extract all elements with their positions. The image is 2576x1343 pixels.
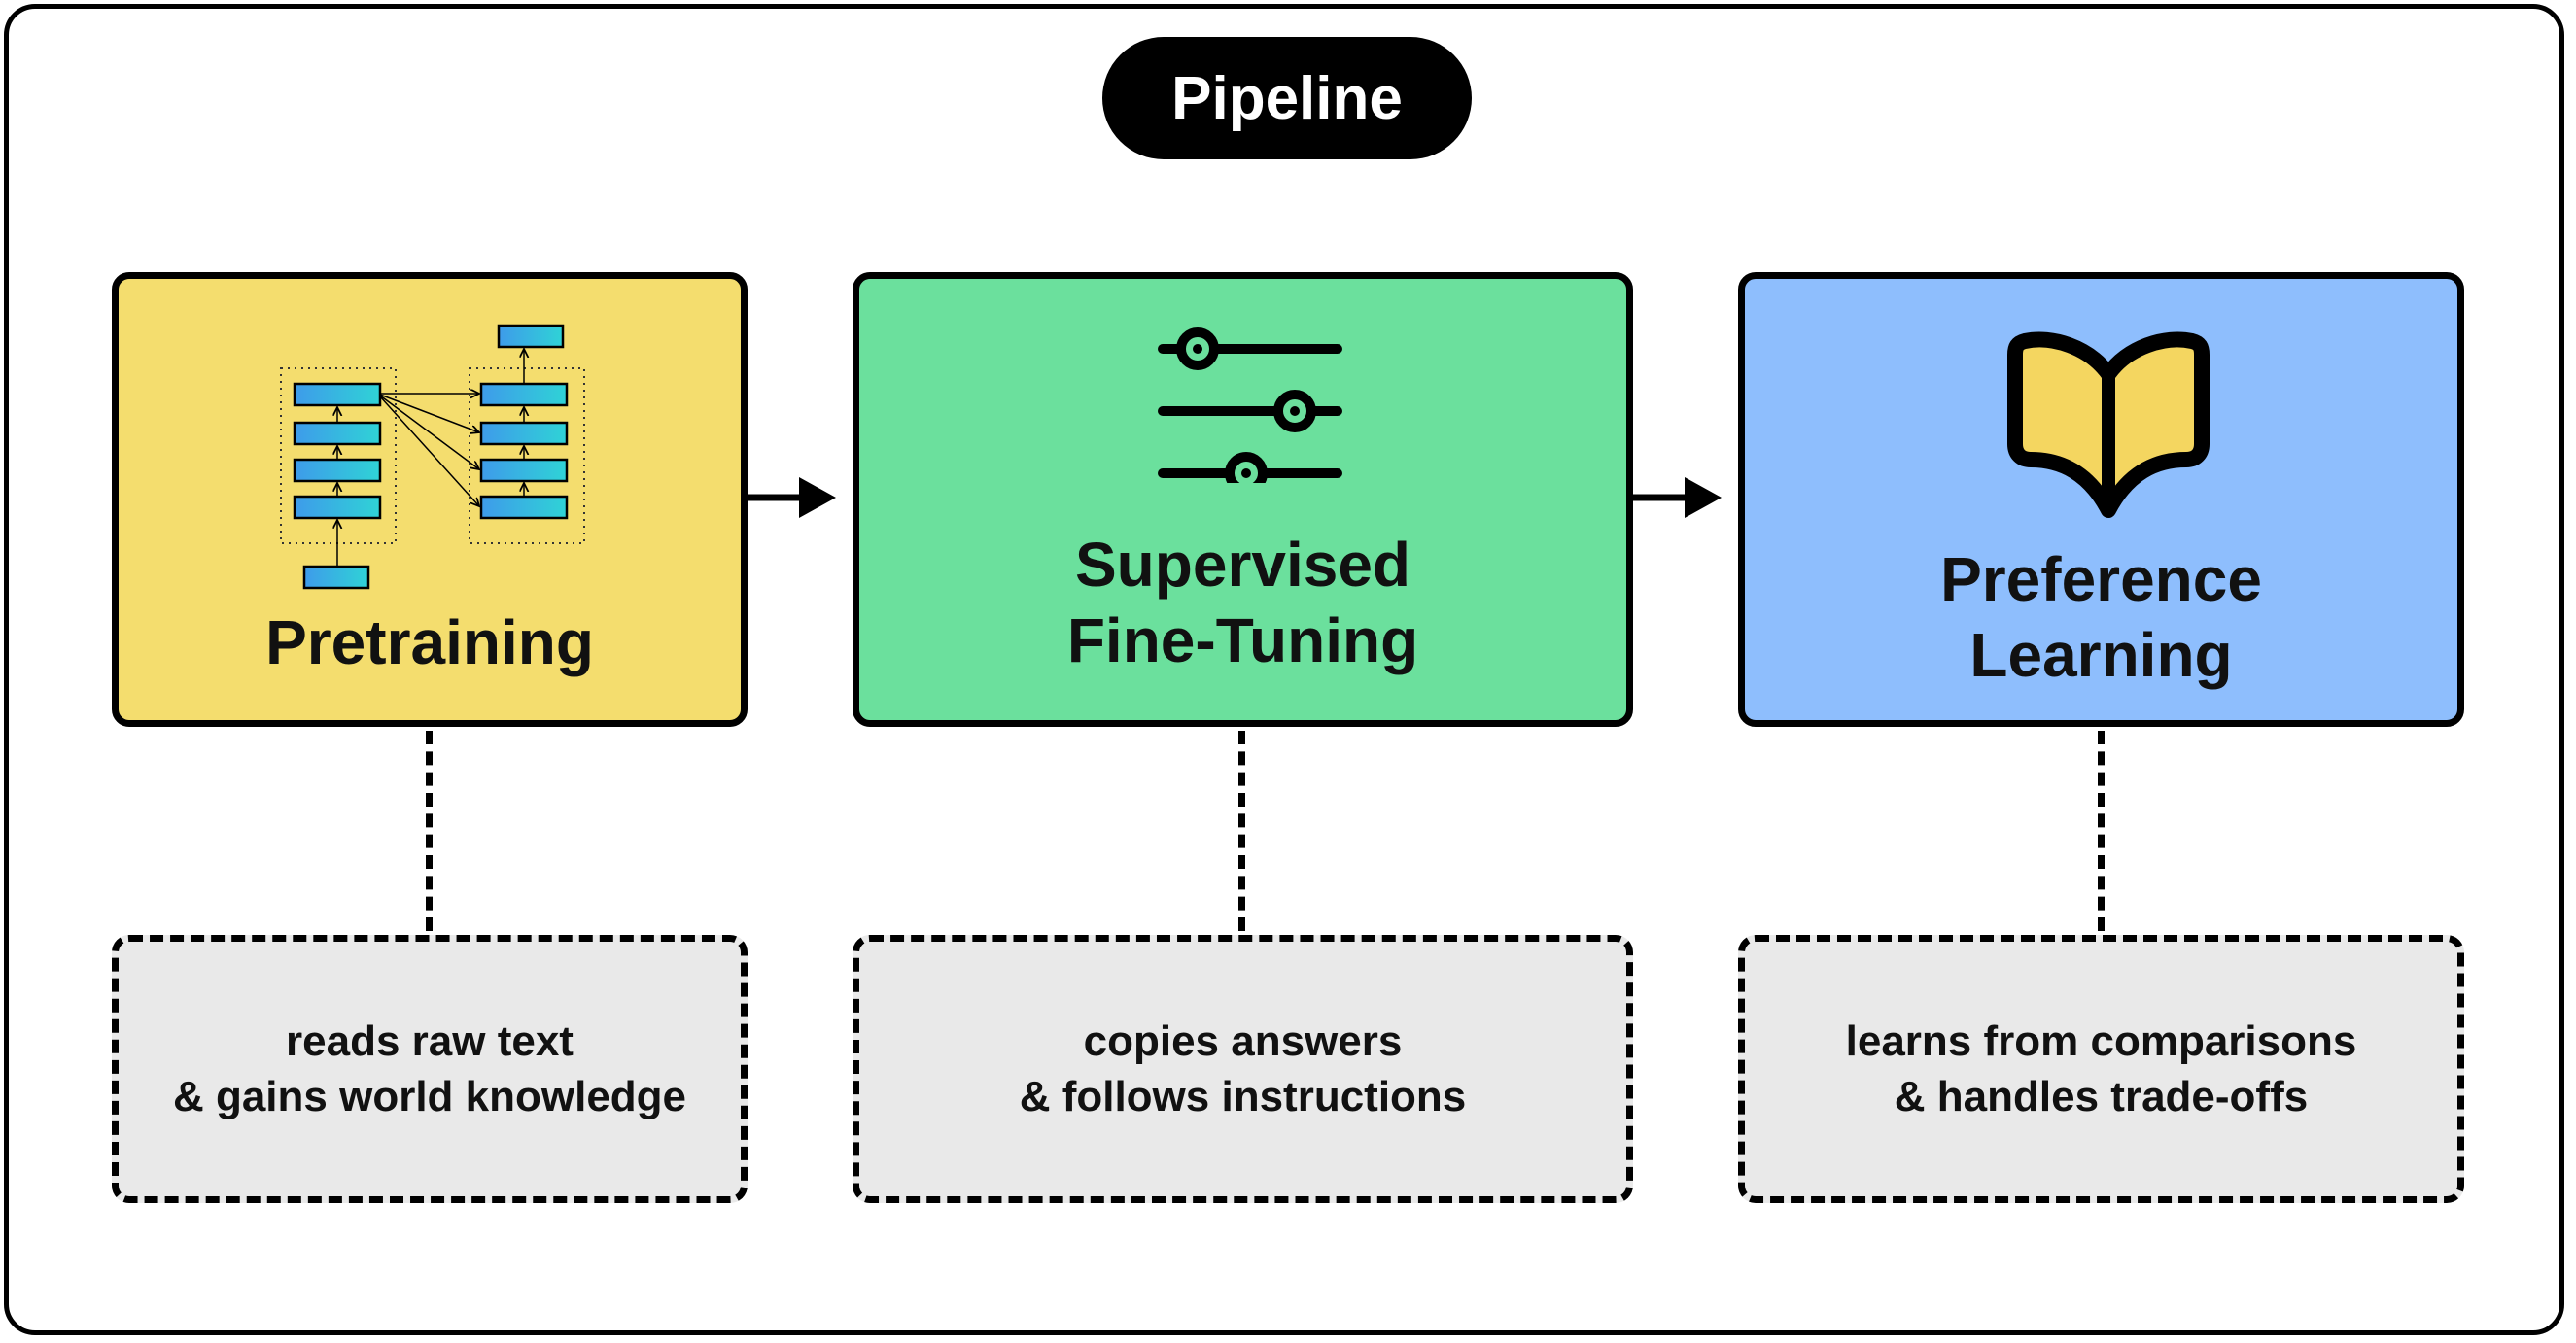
stage-title-pretraining: Pretraining — [265, 607, 594, 677]
note-text-supervised-fine-tuning: copies answers & follows instructions — [1019, 1017, 1467, 1120]
flow-arrow-2 — [1630, 477, 1722, 518]
note-text-preference-learning: learns from comparisons & handles trade-… — [1845, 1017, 2357, 1120]
note-pretraining: reads raw text & gains world knowledge — [112, 935, 748, 1203]
stage-title-preference-learning: Preference Learning — [1940, 544, 2262, 690]
note-preference-learning: learns from comparisons & handles trade-… — [1738, 935, 2464, 1203]
connector-preference-learning — [2098, 731, 2105, 931]
flow-arrow-1 — [745, 477, 836, 518]
note-text-pretraining: reads raw text & gains world knowledge — [172, 1017, 687, 1120]
stage-supervised-fine-tuning: Supervised Fine-Tuning — [853, 272, 1633, 727]
open-book-icon — [2007, 331, 2210, 518]
connector-pretraining — [426, 731, 433, 931]
pipeline-title: Pipeline — [1102, 37, 1472, 159]
stage-pretraining: Pretraining — [112, 272, 748, 727]
note-supervised-fine-tuning: copies answers & follows instructions — [853, 935, 1633, 1203]
sliders-icon — [1158, 327, 1342, 483]
stage-preference-learning: Preference Learning — [1738, 272, 2464, 727]
stage-title-supervised-fine-tuning: Supervised Fine-Tuning — [1066, 530, 1419, 675]
connector-supervised-fine-tuning — [1238, 731, 1245, 931]
transformer-diagram-icon — [280, 324, 585, 590]
